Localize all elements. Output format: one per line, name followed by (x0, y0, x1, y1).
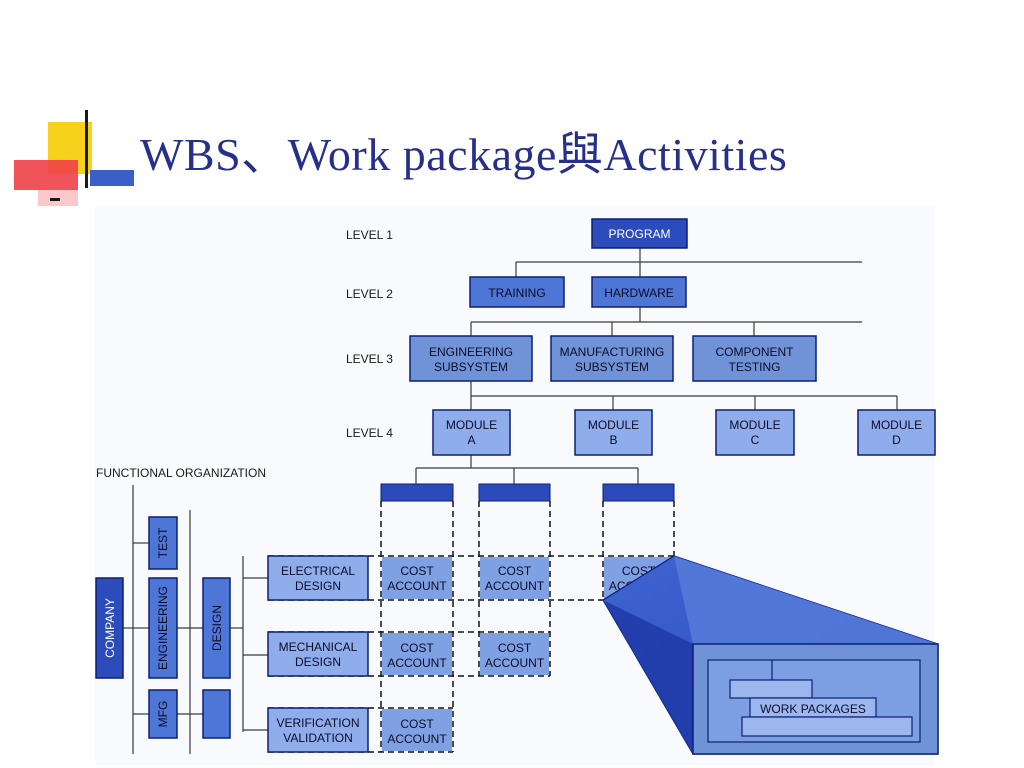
training-label: TRAINING (488, 286, 545, 300)
wbs-connectors (415, 248, 898, 484)
decor-vertical-line (85, 110, 88, 188)
component-testing-line1: COMPONENT (716, 345, 795, 359)
design-node: DESIGN (202, 577, 231, 679)
test-label: TEST (156, 527, 170, 558)
level-4-label: LEVEL 4 (346, 426, 393, 440)
company-label: COMPANY (103, 598, 117, 658)
cost-account-line1: COST (400, 717, 434, 731)
zoom-projection-highlight (674, 556, 938, 644)
hardware-node: HARDWARE (591, 276, 687, 308)
module-c-line2: C (751, 433, 760, 447)
electrical-design-line2: DESIGN (295, 579, 341, 593)
module-d-node: MODULE D (857, 409, 936, 456)
hardware-label: HARDWARE (604, 286, 674, 300)
mechanical-design-line1: MECHANICAL (279, 640, 358, 654)
work-package-bars (729, 660, 913, 737)
slide-title: WBS、Work package與Activities (140, 129, 788, 180)
verification-validation-line2: VALIDATION (283, 731, 353, 745)
cost-column-header-2 (478, 483, 551, 502)
decor-blue-bar (90, 170, 134, 186)
engineering-subsystem-line1: ENGINEERING (429, 345, 513, 359)
cost-account-line1: COST (400, 564, 434, 578)
cost-account-mechanical-b: COST ACCOUNT (480, 633, 549, 675)
cost-account-line2: ACCOUNT (485, 656, 545, 670)
mechanical-design-node: MECHANICAL DESIGN (267, 631, 369, 677)
manufacturing-subsystem-line1: MANUFACTURING (560, 345, 665, 359)
module-a-line1: MODULE (446, 418, 497, 432)
module-a-line2: A (467, 433, 475, 447)
cost-account-electrical-a: COST ACCOUNT (382, 557, 452, 599)
electrical-design-node: ELECTRICAL DESIGN (267, 555, 369, 601)
decor-dash (50, 198, 60, 201)
module-c-line1: MODULE (729, 418, 780, 432)
module-b-line2: B (609, 433, 617, 447)
component-testing-node: COMPONENT TESTING (692, 335, 817, 382)
cost-account-line2: ACCOUNT (387, 579, 447, 593)
cost-column-header-1 (380, 483, 454, 502)
module-d-line1: MODULE (871, 418, 922, 432)
level-1-label: LEVEL 1 (346, 228, 393, 242)
test-node: TEST (148, 516, 178, 570)
module-b-node: MODULE B (574, 409, 653, 456)
manufacturing-subsystem-line2: SUBSYSTEM (575, 360, 649, 374)
manufacturing-subsystem-node: MANUFACTURING SUBSYSTEM (550, 335, 674, 382)
mechanical-design-line2: DESIGN (295, 655, 341, 669)
functional-organization-heading: FUNCTIONAL ORGANIZATION (96, 466, 266, 480)
mfg-unit-node (202, 689, 231, 739)
module-b-line1: MODULE (588, 418, 639, 432)
zoom-projection-shadow (603, 600, 693, 754)
cost-account-line2: ACCOUNT (387, 656, 447, 670)
module-c-node: MODULE C (715, 409, 795, 456)
module-a-node: MODULE A (432, 409, 511, 456)
company-node: COMPANY (95, 577, 124, 679)
cost-column-header-3 (602, 483, 675, 502)
cost-account-line1: COST (400, 641, 434, 655)
cost-account-mechanical-a: COST ACCOUNT (382, 633, 452, 675)
cost-account-line2: ACCOUNT (387, 732, 447, 746)
slide-corner-decoration (14, 110, 134, 206)
level-3-label: LEVEL 3 (346, 352, 393, 366)
engineering-subsystem-node: ENGINEERING SUBSYSTEM (409, 335, 533, 382)
component-testing-line2: TESTING (728, 360, 780, 374)
program-label: PROGRAM (608, 227, 670, 241)
decor-red-block (14, 160, 78, 190)
engineering-subsystem-line2: SUBSYSTEM (434, 360, 508, 374)
cost-account-line2: ACCOUNT (485, 579, 545, 593)
functional-connectors (123, 485, 268, 754)
mfg-node: MFG (148, 689, 178, 739)
engineering-node: ENGINEERING (148, 577, 178, 679)
program-node: PROGRAM (591, 218, 688, 249)
cost-account-verification-a: COST ACCOUNT (382, 709, 452, 751)
work-packages-label: WORK PACKAGES (760, 702, 866, 716)
level-2-label: LEVEL 2 (346, 287, 393, 301)
engineering-label: ENGINEERING (156, 586, 170, 670)
cost-account-line1: COST (498, 564, 532, 578)
mfg-label: MFG (156, 701, 170, 728)
verification-validation-node: VERIFICATION VALIDATION (267, 707, 369, 753)
training-node: TRAINING (469, 276, 565, 308)
cost-account-electrical-b: COST ACCOUNT (480, 557, 549, 599)
verification-validation-line1: VERIFICATION (276, 716, 359, 730)
work-packages-panel: WORK PACKAGES (692, 643, 939, 755)
module-d-line2: D (892, 433, 901, 447)
cost-account-line1: COST (498, 641, 532, 655)
electrical-design-line1: ELECTRICAL (281, 564, 355, 578)
design-label: DESIGN (210, 605, 224, 651)
